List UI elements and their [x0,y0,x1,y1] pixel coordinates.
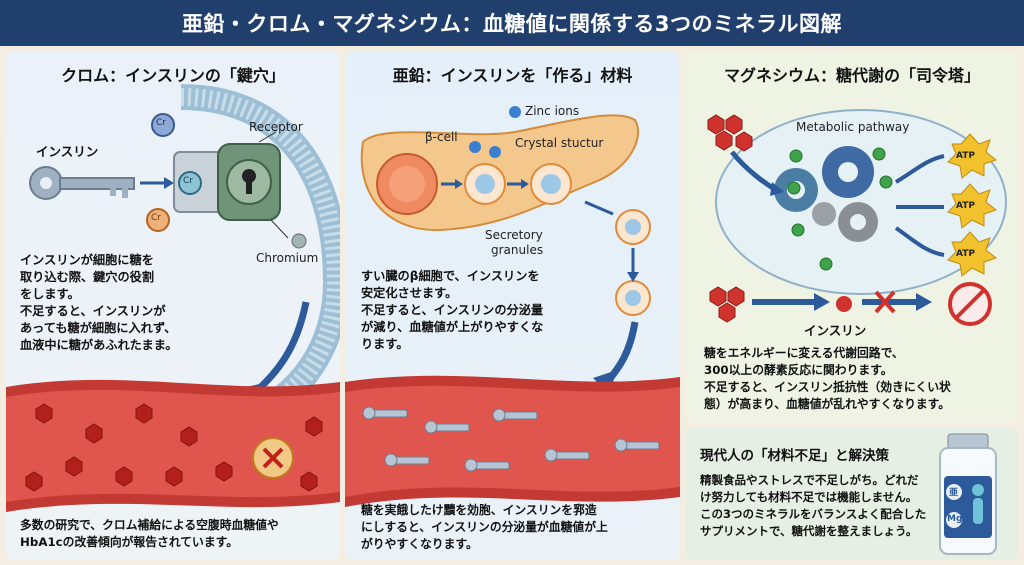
receptor-lock-icon [173,143,281,221]
atp-label-2: ATP [956,201,976,211]
supplement-bottle-icon [939,433,997,555]
solution-body: 精製食品やストレスで不足しがち。どれだ け努力しても材料不足では機能しません。 … [700,473,927,538]
cr-symbol-2: Cr [183,176,193,186]
secretory-label-1: Secretory [485,228,543,242]
glucose-cluster-icon [707,114,753,152]
zinc-illustration [345,106,680,507]
atp-label-1: ATP [956,151,976,161]
bottle-zn-label: 亜 [949,488,959,498]
solution-panel: 現代人の「材料不足」と解決策 精製食品やストレスで不足しがち。どれだ け努力して… [686,428,1018,560]
magnesium-panel: マグネシウム：糖代謝の「司令塔」 [686,52,1018,422]
zinc-footer: 糖を実餓したけ黷を効胞、インスリンを郛造 にしすると、インスリンの分泌量が血糖値… [361,503,608,551]
solution-heading: 現代人の「材料不足」と解決策 [700,448,889,464]
chromium-panel: クロム：インスリンの「鍵穴」 [6,52,340,560]
zinc-body: すい臓のβ細胞で、インスリンを 安定化させます。 不足すると、インスリンの分泌量… [361,269,544,351]
metabolic-pathway-label: Metabolic pathway [796,120,910,134]
page-title: 亜鉛・クロム・マグネシウム：血糖値に関係する3つのミネラル図解 [0,0,1024,46]
insulin-label: インスリン [36,144,99,159]
magnesium-illustration [707,109,1007,326]
zinc-panel: 亜鉛：インスリンを「作る」材料 [345,52,680,560]
magnesium-atom-icon [787,147,893,271]
gear-icon [774,146,878,242]
insulin-keys [362,406,660,472]
zinc-ion-icon [509,106,521,118]
receptor-label: Receptor [249,120,303,134]
chromium-body: インスリンが細胞に糖を 取り込む際、鍵穴の役割 をします。 不足すると、インスリ… [20,253,178,352]
chromium-label: Chromium [256,251,319,265]
bottle-mg-label: Mg [947,514,963,524]
glucose-molecules [25,403,323,492]
cr-atom-icon [146,113,202,232]
beta-cell-label: β-cell [425,130,458,144]
crystal-structure-label: Crystal stuctur [515,136,604,150]
chromium-illustration [6,84,340,512]
atp-icon [947,133,998,277]
chromium-heading: クロム：インスリンの「鍵穴」 [61,66,285,85]
no-entry-icon [948,282,992,326]
key-icon [29,166,135,200]
magnesium-heading: マグネシウム：糖代謝の「司令塔」 [723,66,980,85]
blocked-x-icon [874,290,896,314]
magnesium-insulin-label: インスリン [804,323,867,338]
zinc-ions-label: Zinc ions [525,104,580,118]
zinc-heading: 亜鉛：インスリンを「作る」材料 [392,66,633,85]
blocked-x-icon [252,437,294,479]
magnesium-body: 糖をエネルギーに変える代謝回路で、 300以上の酵素反応に関わります。 不足する… [704,346,951,411]
cr-symbol-3: Cr [151,213,161,223]
chromium-footer: 多数の研究で、クロム補給による空腹時血糖値や HbA1cの改善傾向が報告されてい… [20,518,279,549]
atp-label-3: ATP [956,249,976,259]
cr-symbol-1: Cr [156,118,166,128]
secretory-label-2: granules [491,243,544,257]
